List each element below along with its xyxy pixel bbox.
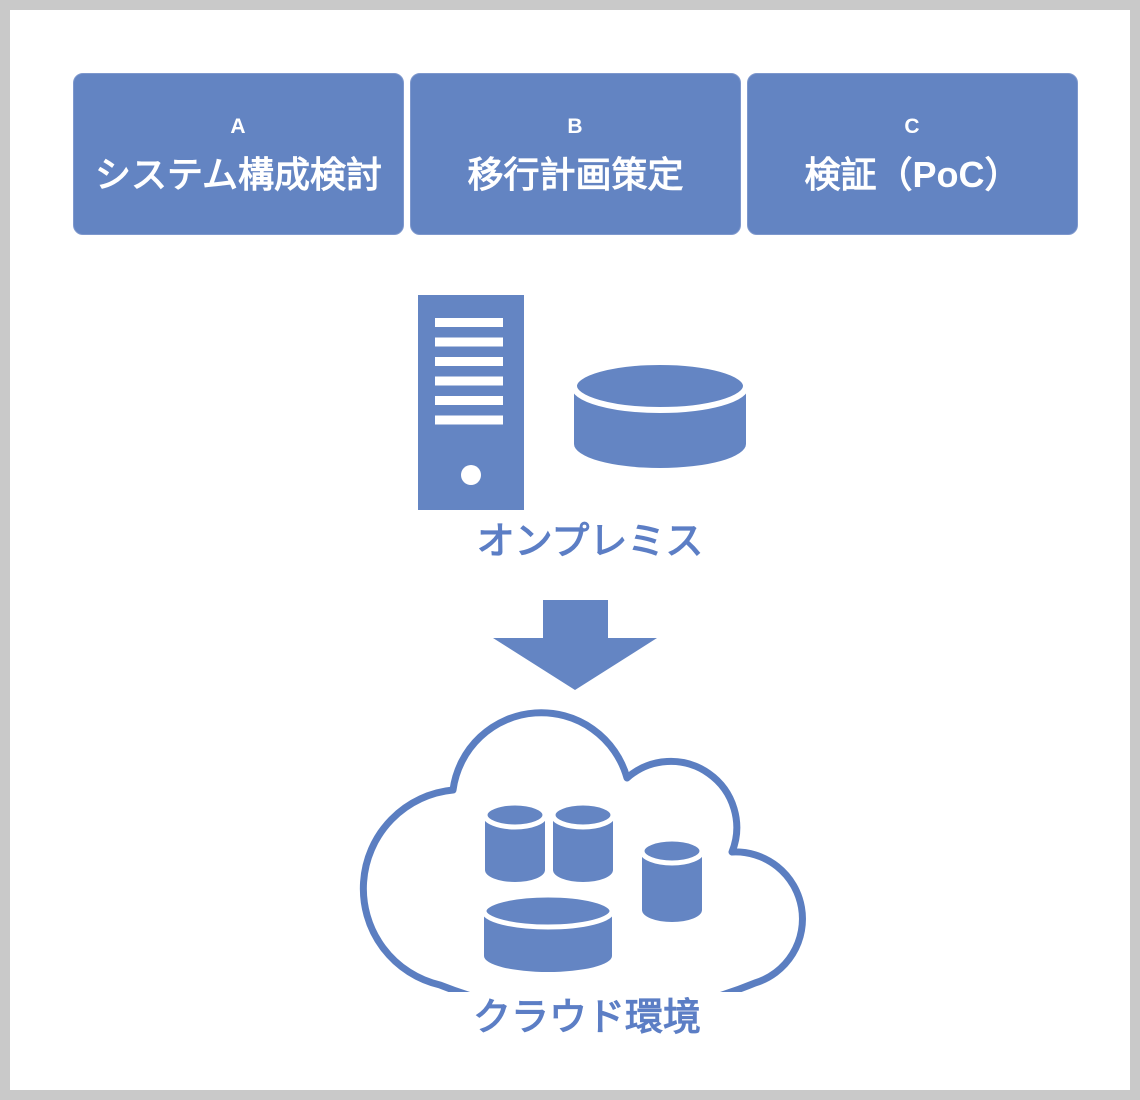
step-letter: C <box>904 114 921 138</box>
cloud-environment-figure <box>359 709 806 992</box>
onprem-label: オンプレミス <box>476 521 704 563</box>
step-box-b: B 移行計画策定 <box>410 73 741 235</box>
step-letter: A <box>230 114 247 138</box>
process-steps-row: A システム構成検討 B 移行計画策定 C 検証（PoC） <box>73 73 1078 235</box>
server-icon <box>418 295 524 510</box>
step-box-a: A システム構成検討 <box>73 73 404 235</box>
step-letter: B <box>567 114 584 138</box>
database-cylinder-icon <box>639 836 705 922</box>
step-title: 検証（PoC） <box>804 153 1021 195</box>
step-title: 移行計画策定 <box>467 153 684 195</box>
database-disk-icon <box>571 359 749 468</box>
down-arrow-icon <box>493 600 657 690</box>
database-cylinder-icon <box>482 800 548 882</box>
onprem-figure <box>418 295 749 510</box>
step-box-c: C 検証（PoC） <box>747 73 1078 235</box>
step-title: システム構成検討 <box>95 153 382 195</box>
database-cylinder-icon <box>550 800 616 882</box>
database-disk-icon <box>481 892 615 972</box>
cloud-label: クラウド環境 <box>472 997 701 1039</box>
